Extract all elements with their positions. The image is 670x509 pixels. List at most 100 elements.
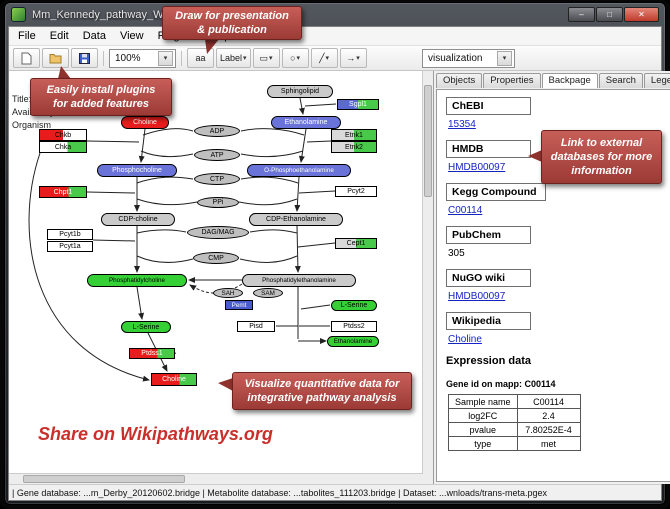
horizontal-scrollbar-thumb[interactable]	[23, 475, 185, 483]
pathway-node-o-phosphoethanolamine[interactable]: O-Phosphoethanolamine	[247, 164, 351, 177]
zoom-value: 100%	[115, 52, 141, 64]
label-tool-button[interactable]: Label▾	[216, 48, 251, 68]
visualization-value: visualization	[428, 52, 483, 64]
pathway-node-dag-mag[interactable]: DAG/MAG	[187, 226, 249, 239]
tab-objects[interactable]: Objects	[436, 73, 483, 88]
pathway-node-cdp-choline[interactable]: CDP-choline	[101, 213, 175, 226]
canvas-area[interactable]: Title: Availability Organism	[9, 71, 434, 484]
expression-table: Sample name C00114 log2FC 2.4 pvalue 7.8…	[448, 394, 581, 451]
pubchem-value: 305	[448, 248, 465, 259]
visualization-combobox[interactable]: visualization ▾	[422, 48, 515, 68]
connector-tool-icon: →	[346, 53, 356, 63]
pathway-node-sphingolipid[interactable]: Sphingolipid	[267, 85, 333, 98]
callout-pointer-icon	[528, 150, 542, 162]
shape-tool-button[interactable]: ○▾	[281, 48, 309, 68]
pathway-node-etnk1[interactable]: Etnk1	[331, 129, 377, 141]
pathway-node-ethanolamine-bottom[interactable]: Ethanolamine	[327, 336, 379, 347]
pathway-node-phosphocholine[interactable]: Phosphocholine	[97, 164, 177, 177]
pathway-node-atp[interactable]: ATP	[194, 149, 240, 161]
callout-visualize-data: Visualize quantitative data for integrat…	[232, 372, 412, 410]
pathway-node-cmp[interactable]: CMP	[193, 252, 239, 264]
backpage-section-pubchem: PubChem 305	[446, 226, 670, 259]
pathway-node-chpt1[interactable]: Chpt1	[39, 186, 87, 198]
table-row: log2FC 2.4	[448, 408, 581, 423]
hmdb-link[interactable]: HMDB00097	[448, 162, 506, 173]
chevron-down-icon[interactable]: ▾	[296, 55, 301, 62]
chevron-down-icon[interactable]: ▾	[243, 55, 247, 62]
pathway-node-cdp-ethanolamine[interactable]: CDP-Ethanolamine	[249, 213, 343, 226]
callout-pointer-icon	[205, 39, 219, 54]
pathway-node-sah[interactable]: SAH	[213, 288, 243, 298]
pathway-node-pcyt1a[interactable]: Pcyt1a	[47, 241, 93, 252]
chevron-down-icon[interactable]: ▾	[325, 55, 330, 62]
section-header-kegg: Kegg Compound	[446, 183, 546, 201]
save-button[interactable]	[71, 48, 98, 68]
pathway-node-chkb[interactable]: Chkb	[39, 129, 87, 141]
connector-tool-button[interactable]: →▾	[339, 48, 367, 68]
nugo-link[interactable]: HMDB00097	[448, 291, 506, 302]
close-button[interactable]: ✕	[624, 7, 659, 22]
pathway-node-choline[interactable]: Choline	[121, 116, 169, 129]
tab-legend[interactable]: Legend	[643, 73, 670, 88]
section-header-chebi: ChEBI	[446, 97, 531, 115]
table-row: Sample name C00114	[448, 394, 581, 409]
label-tool-icon: Label	[220, 53, 243, 63]
menu-data[interactable]: Data	[82, 30, 106, 42]
text-tool-icon: aa	[195, 53, 206, 63]
section-header-wikipedia: Wikipedia	[446, 312, 531, 330]
pathway-node-pcyt2[interactable]: Pcyt2	[335, 186, 377, 197]
pathway-node-etnk2[interactable]: Etnk2	[331, 141, 377, 153]
pathway-node-pemt[interactable]: Pemt	[225, 300, 253, 310]
new-button[interactable]	[13, 48, 40, 68]
minimize-button[interactable]: –	[568, 7, 595, 22]
vertical-scrollbar-thumb[interactable]	[424, 85, 432, 197]
tab-search[interactable]: Search	[598, 73, 643, 88]
chevron-down-icon[interactable]: ▾	[269, 55, 273, 62]
pathway-node-sam[interactable]: SAM	[253, 288, 283, 298]
chebi-link[interactable]: 15354	[448, 119, 476, 130]
datanode-tool-button[interactable]: ▭▾	[252, 48, 280, 68]
menu-edit[interactable]: Edit	[49, 30, 69, 42]
tab-backpage[interactable]: Backpage	[541, 73, 598, 88]
pathway-node-pcyt1b[interactable]: Pcyt1b	[47, 229, 93, 240]
pathway-node-cept1[interactable]: Cept1	[335, 238, 377, 249]
shape-tool-icon: ○	[290, 53, 296, 63]
line-tool-button[interactable]: ╱▾	[310, 48, 338, 68]
table-cell: Sample name	[448, 394, 518, 409]
menu-file[interactable]: File	[18, 30, 36, 42]
pathway-node-sgpl1[interactable]: Sgpl1	[337, 99, 379, 110]
gene-id-line: Gene id on mapp: C00114	[446, 379, 556, 389]
pathway-node-pisd[interactable]: Pisd	[237, 321, 275, 332]
kegg-link[interactable]: C00114	[448, 205, 483, 216]
pathway-canvas[interactable]: Sphingolipid Sgpl1 Ethanolamine Choline …	[9, 83, 423, 474]
pathway-node-selected-choline[interactable]: Choline	[151, 373, 197, 386]
pathway-node-phosphatidylcholine[interactable]: Phosphatidylcholine	[87, 274, 187, 287]
chevron-down-icon[interactable]: ▾	[158, 50, 173, 66]
pathway-node-ptdss1[interactable]: Ptdss1	[129, 348, 175, 359]
menu-view[interactable]: View	[119, 30, 144, 42]
wikipedia-link[interactable]: Choline	[448, 334, 482, 345]
pathway-node-adp[interactable]: ADP	[194, 125, 240, 137]
title-label: Title:	[12, 94, 32, 104]
section-header-hmdb: HMDB	[446, 140, 531, 158]
zoom-combobox[interactable]: 100% ▾	[109, 48, 176, 68]
chevron-down-icon[interactable]: ▾	[497, 50, 512, 66]
maximize-button[interactable]: □	[596, 7, 623, 22]
horizontal-scrollbar[interactable]	[9, 473, 423, 484]
pathway-node-ethanolamine-top[interactable]: Ethanolamine	[271, 116, 341, 129]
title-bar[interactable]: Mm_Kennedy_pathway_WP1771_45176.gp... – …	[5, 3, 665, 26]
pathway-node-ptdss2[interactable]: Ptdss2	[331, 321, 377, 332]
open-button[interactable]	[42, 48, 69, 68]
tab-properties[interactable]: Properties	[483, 73, 541, 88]
vertical-scrollbar[interactable]	[422, 71, 433, 474]
pathway-node-ppi[interactable]: PPi	[197, 197, 239, 208]
pathway-node-l-serine-left[interactable]: L-Serine	[121, 321, 171, 333]
chevron-down-icon[interactable]: ▾	[356, 55, 360, 62]
pathway-node-ctp[interactable]: CTP	[194, 173, 240, 185]
backpage-section-kegg: Kegg Compound C00114	[446, 183, 670, 216]
pathway-node-l-serine-right[interactable]: L-Serine	[331, 300, 377, 311]
pathway-node-chka[interactable]: Chka	[39, 141, 87, 153]
pathway-node-phosphatidylethanolamine[interactable]: Phosphatidylethanolamine	[242, 274, 356, 287]
organism-label: Organism	[12, 120, 52, 130]
line-tool-icon: ╱	[319, 52, 325, 63]
